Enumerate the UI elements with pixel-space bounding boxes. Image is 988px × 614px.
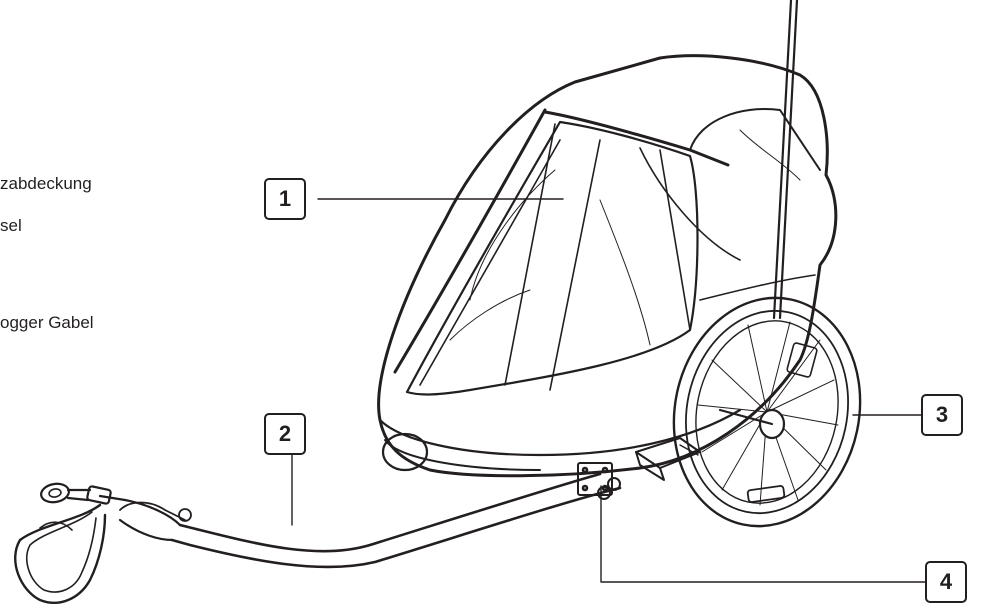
flag-pole — [772, 0, 799, 320]
leader-line-4 — [600, 485, 926, 583]
callout-1: 1 — [264, 178, 306, 220]
callout-2: 2 — [264, 413, 306, 455]
trailer-body — [377, 54, 838, 478]
callout-4: 4 — [925, 561, 967, 603]
legend-text-cover: zabdeckung — [0, 174, 92, 193]
axle-bracket — [635, 437, 701, 481]
hitch-coupling — [14, 482, 192, 604]
drawbar — [170, 462, 622, 569]
legend-text-axle: sel — [0, 216, 22, 235]
leader-lines — [291, 198, 926, 583]
wheel — [672, 296, 862, 528]
callout-3: 3 — [921, 394, 963, 436]
legend-text-jogger-fork: ogger Gabel — [0, 313, 94, 332]
